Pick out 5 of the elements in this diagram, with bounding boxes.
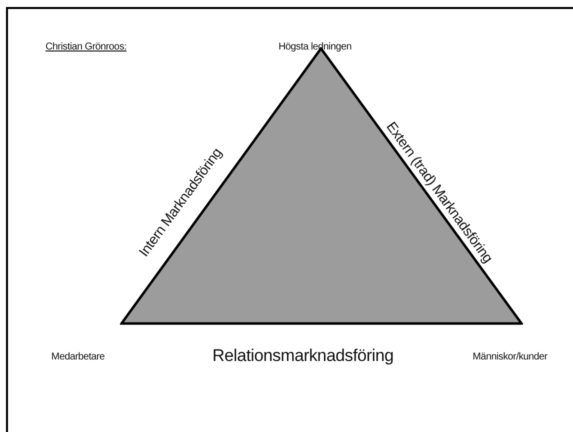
corner-label: Människor/kunder — [472, 352, 548, 362]
corner-label: Medarbetare — [51, 352, 105, 362]
author-name: Christian Grönroos: — [46, 42, 126, 52]
apex-label: Högsta ledningen — [278, 42, 352, 52]
base-label: Relationsmarknadsföring — [212, 346, 394, 366]
